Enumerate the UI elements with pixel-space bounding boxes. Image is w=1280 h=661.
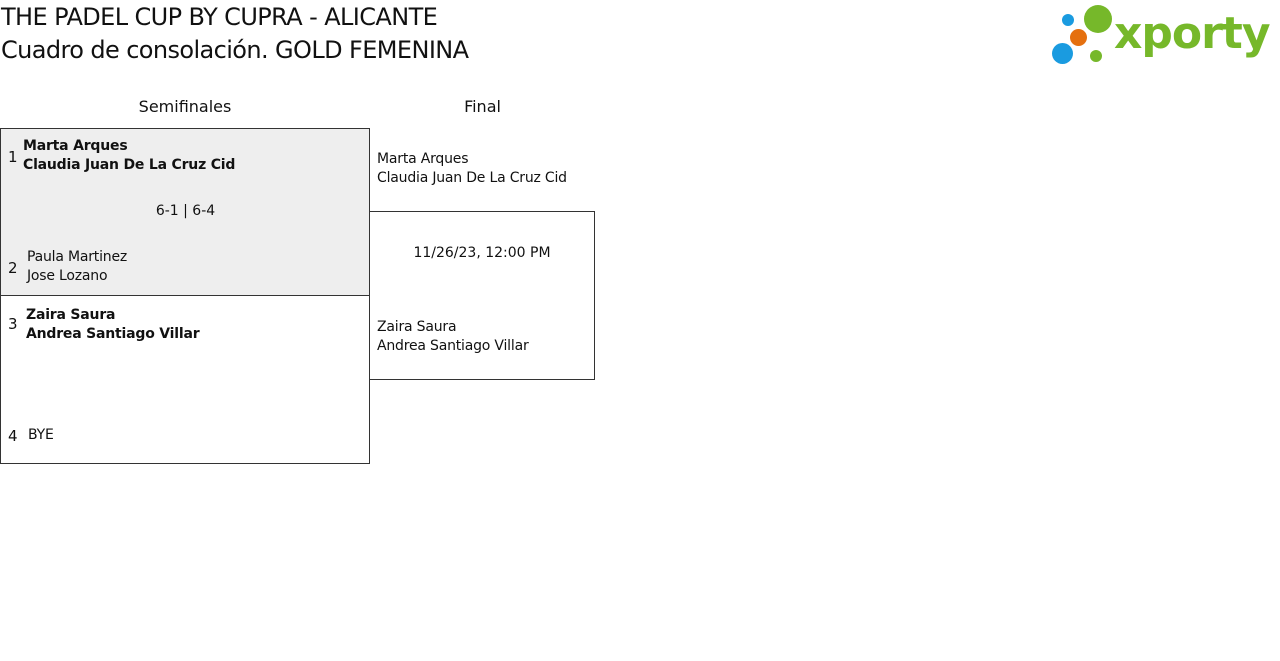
player-name: Zaira Saura bbox=[26, 307, 116, 323]
logo-dot-blue-small bbox=[1062, 14, 1074, 26]
player-name: Claudia Juan De La Cruz Cid bbox=[377, 170, 567, 186]
seed-number: 2 bbox=[8, 259, 18, 277]
match-datetime: 11/26/23, 12:00 PM bbox=[413, 245, 551, 261]
player-name: Jose Lozano bbox=[27, 268, 108, 284]
player-name: Marta Arques bbox=[377, 151, 469, 167]
tournament-title: THE PADEL CUP BY CUPRA - ALICANTE bbox=[1, 3, 438, 31]
seed-number: 4 bbox=[8, 427, 18, 445]
team-a: Marta Arques Claudia Juan De La Cruz Cid bbox=[23, 137, 235, 175]
draw-subtitle: Cuadro de consolación. GOLD FEMENINA bbox=[1, 36, 469, 64]
team-a: Zaira Saura Andrea Santiago Villar bbox=[26, 306, 200, 344]
logo-dot-orange bbox=[1070, 29, 1087, 46]
team-b: Paula Martinez Jose Lozano bbox=[27, 248, 127, 286]
logo-text: xporty bbox=[1114, 8, 1271, 59]
final-team-b: Zaira Saura Andrea Santiago Villar bbox=[377, 318, 529, 356]
player-name: Andrea Santiago Villar bbox=[377, 338, 529, 354]
team-b: BYE bbox=[28, 426, 54, 445]
seed-number: 1 bbox=[8, 148, 18, 166]
logo-dot-green-large bbox=[1084, 5, 1112, 33]
semifinal-match-1[interactable]: 1 Marta Arques Claudia Juan De La Cruz C… bbox=[0, 128, 370, 296]
player-name: Andrea Santiago Villar bbox=[26, 326, 200, 342]
final-team-a: Marta Arques Claudia Juan De La Cruz Cid bbox=[377, 150, 567, 188]
round-label-semifinals: Semifinales bbox=[138, 97, 232, 116]
logo-dot-green-small bbox=[1090, 50, 1102, 62]
seed-number: 3 bbox=[8, 315, 18, 333]
final-match[interactable]: 11/26/23, 12:00 PM Zaira Saura Andrea Sa… bbox=[369, 211, 595, 380]
player-name: BYE bbox=[28, 427, 54, 443]
xporty-logo[interactable]: xporty bbox=[1050, 4, 1276, 66]
round-label-final: Final bbox=[464, 97, 501, 116]
player-name: Paula Martinez bbox=[27, 249, 128, 265]
player-name: Zaira Saura bbox=[377, 319, 457, 335]
semifinal-match-2[interactable]: 3 Zaira Saura Andrea Santiago Villar 4 B… bbox=[0, 295, 370, 464]
player-name: Claudia Juan De La Cruz Cid bbox=[23, 157, 236, 173]
match-score: 6-1 | 6-4 bbox=[155, 203, 216, 219]
logo-dot-blue-large bbox=[1052, 43, 1073, 64]
player-name: Marta Arques bbox=[23, 138, 128, 154]
